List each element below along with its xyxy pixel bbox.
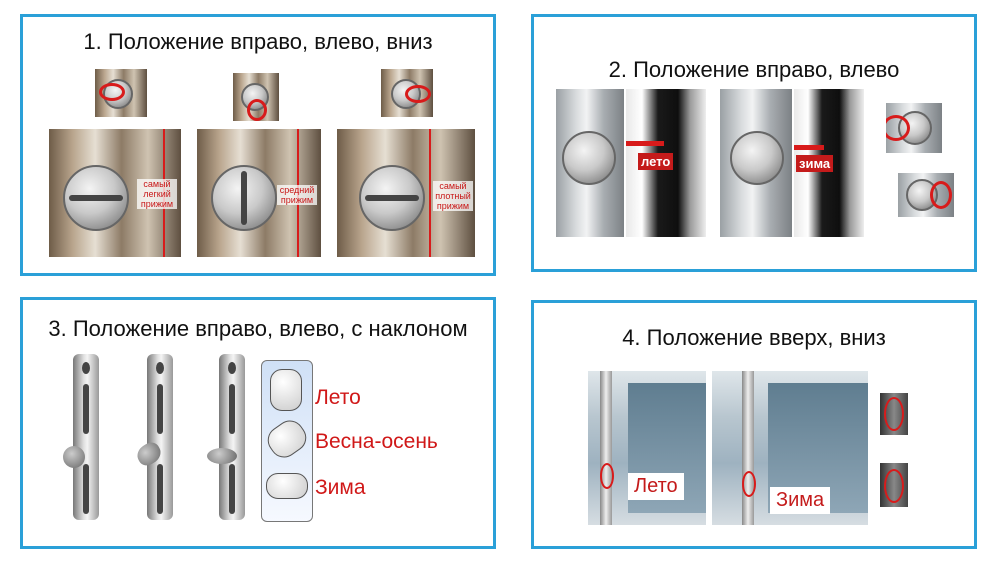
thumb-3 — [381, 69, 433, 117]
thumb-2 — [233, 73, 279, 121]
label-window-summer: Лето — [628, 473, 684, 500]
panel-3: 3. Положение вправо, влево, с наклоном Л… — [20, 297, 496, 549]
panel-2-title: 2. Положение вправо, влево — [608, 57, 900, 82]
legend-winter: Зима — [315, 476, 366, 499]
shape-spring-autumn-icon — [262, 414, 312, 464]
note-tight: самый плотный прижим — [433, 181, 473, 211]
photo-summer — [556, 89, 624, 237]
legend-summer: Лето — [315, 386, 361, 409]
panel-3-title: 3. Положение вправо, влево, с наклоном — [48, 316, 468, 341]
thumb-1 — [95, 69, 147, 117]
label-summer: лето — [638, 153, 674, 170]
photo-winter — [720, 89, 792, 237]
note-medium: средний прижим — [277, 185, 317, 205]
panel-4: 4. Положение вверх, вниз Лето Зима — [531, 300, 977, 549]
label-window-winter: Зима — [770, 487, 831, 514]
photo-window-winter: Зима — [712, 371, 868, 525]
photo-medium-press: средний прижим — [197, 129, 321, 257]
note-light: самый легкий прижим — [137, 179, 177, 209]
thumb-lock-summer — [880, 393, 908, 435]
thumb-winter — [898, 173, 954, 217]
strike-plate-winter — [207, 354, 245, 520]
label-winter: зима — [796, 155, 834, 172]
shape-winter-icon — [266, 473, 308, 499]
photo-window-summer: Лето — [588, 371, 706, 525]
panel-2: 2. Положение вправо, влево лето зима — [531, 14, 977, 272]
photo-light-press: самый легкий прижим — [49, 129, 181, 257]
strike-plate-summer — [63, 354, 99, 520]
panel-1-title: 1. Положение вправо, влево, вниз — [83, 29, 433, 54]
panel-4-title: 4. Положение вверх, вниз — [622, 325, 886, 350]
legend-spring-autumn: Весна-осень — [315, 430, 438, 453]
thumb-summer — [886, 103, 942, 153]
frame-summer: лето — [626, 89, 706, 237]
thumb-lock-winter — [880, 463, 908, 507]
frame-winter: зима — [794, 89, 864, 237]
shape-legend-box — [261, 360, 313, 522]
panel-1: 1. Положение вправо, влево, вниз самый л… — [20, 14, 496, 276]
strike-plate-spring-autumn — [133, 354, 173, 520]
shape-summer-icon — [270, 369, 302, 411]
photo-tight-press: самый плотный прижим — [337, 129, 475, 257]
